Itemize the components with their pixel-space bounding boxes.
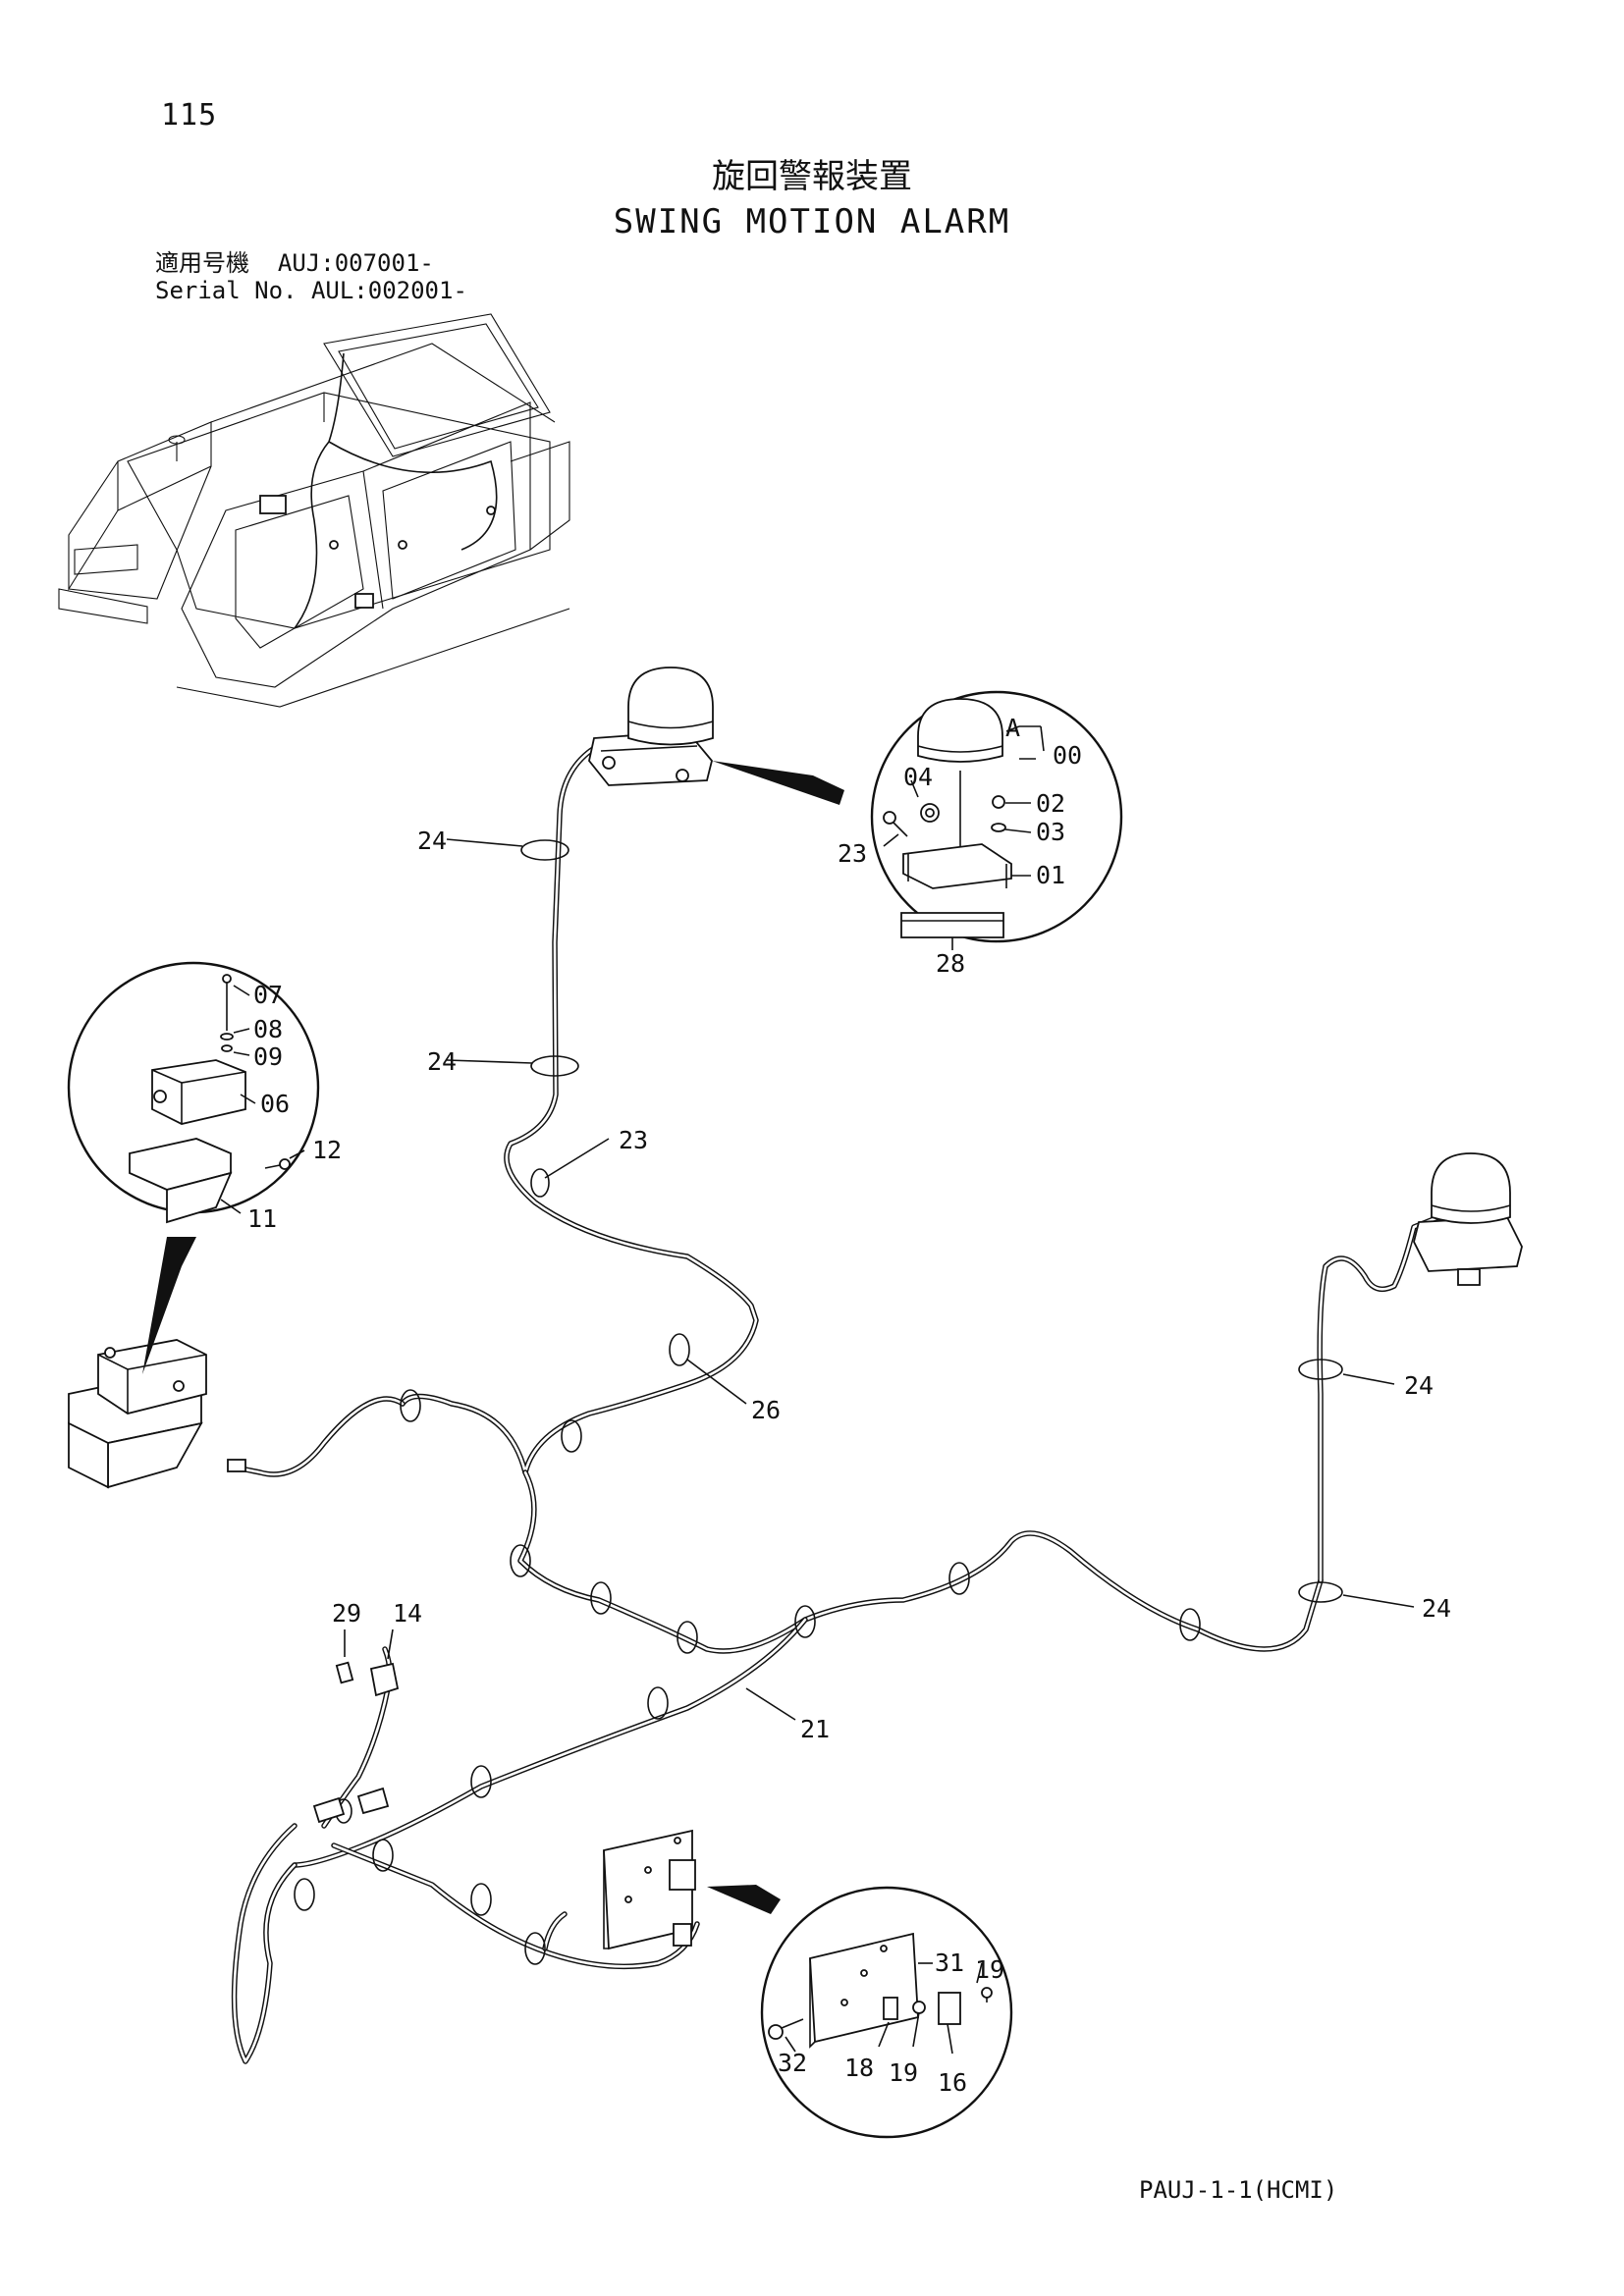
callout-26: 26	[751, 1396, 781, 1424]
serial-value-aul: AUL:002001-	[310, 277, 467, 304]
loose-parts	[312, 1629, 400, 1824]
page-number: 115	[161, 98, 218, 133]
callout-24-top: 24	[417, 827, 447, 855]
detail-circle-lamp	[712, 690, 1123, 950]
footer-page-code: PAUJ-1-1(HCMI)	[1139, 2176, 1338, 2204]
machine-overview-drawing	[58, 313, 570, 708]
callout-24-right-upper: 24	[1404, 1371, 1434, 1400]
callout-02: 02	[1036, 789, 1065, 818]
callout-18: 18	[844, 2054, 874, 2082]
callout-06: 06	[260, 1090, 290, 1118]
callout-00: 00	[1053, 741, 1082, 770]
serial-label-en: Serial No.	[155, 277, 298, 304]
callout-31: 31	[935, 1949, 964, 1977]
serial-line-2: Serial No. AUL:002001-	[155, 277, 467, 304]
callout-16: 16	[938, 2068, 967, 2097]
callout-labels: A 00 04 02 23 03 01 28 24 24 23 07 08 09…	[247, 714, 1451, 2097]
callout-leaders	[446, 838, 1415, 1721]
title-english: SWING MOTION ALARM	[613, 202, 1011, 241]
callout-24-mid: 24	[427, 1047, 457, 1076]
serial-label-jp: 適用号機	[155, 249, 249, 277]
callout-32: 32	[778, 2049, 807, 2077]
callout-28: 28	[936, 949, 965, 978]
callout-11: 11	[247, 1204, 277, 1233]
callout-23-main: 23	[619, 1126, 648, 1154]
callout-19-bottom: 19	[889, 2058, 918, 2087]
callout-08: 08	[253, 1015, 283, 1043]
callout-23-detail: 23	[838, 839, 867, 868]
callout-29: 29	[332, 1599, 361, 1628]
alarm-lamp-upper	[588, 667, 714, 786]
alarm-lamp-right	[1413, 1152, 1523, 1286]
callout-01: 01	[1036, 861, 1065, 889]
callout-24-right-lower: 24	[1422, 1594, 1451, 1623]
callout-A: A	[1005, 714, 1020, 742]
callout-14: 14	[393, 1599, 422, 1628]
callout-04: 04	[903, 763, 933, 791]
callout-07: 07	[253, 981, 283, 1009]
relay-bracket-assembly	[603, 1829, 696, 1950]
callout-19-top: 19	[975, 1955, 1004, 1984]
callout-21: 21	[800, 1715, 830, 1743]
detail-circle-relay	[707, 1885, 1013, 2139]
serial-line-1: 適用号機 AUJ:007001-	[155, 249, 467, 277]
wire-harness	[231, 741, 1441, 2064]
callout-12: 12	[312, 1136, 342, 1164]
detail-circle-buzzer	[67, 961, 320, 1374]
serial-applicability: 適用号機 AUJ:007001- Serial No. AUL:002001-	[155, 249, 467, 304]
callout-03: 03	[1036, 818, 1065, 846]
title-japanese: 旋回警報装置	[712, 157, 912, 196]
harness-clamps	[294, 839, 1343, 1965]
callout-09: 09	[253, 1042, 283, 1071]
alarm-box	[68, 1339, 246, 1489]
serial-value-auj: AUJ:007001-	[277, 249, 434, 277]
